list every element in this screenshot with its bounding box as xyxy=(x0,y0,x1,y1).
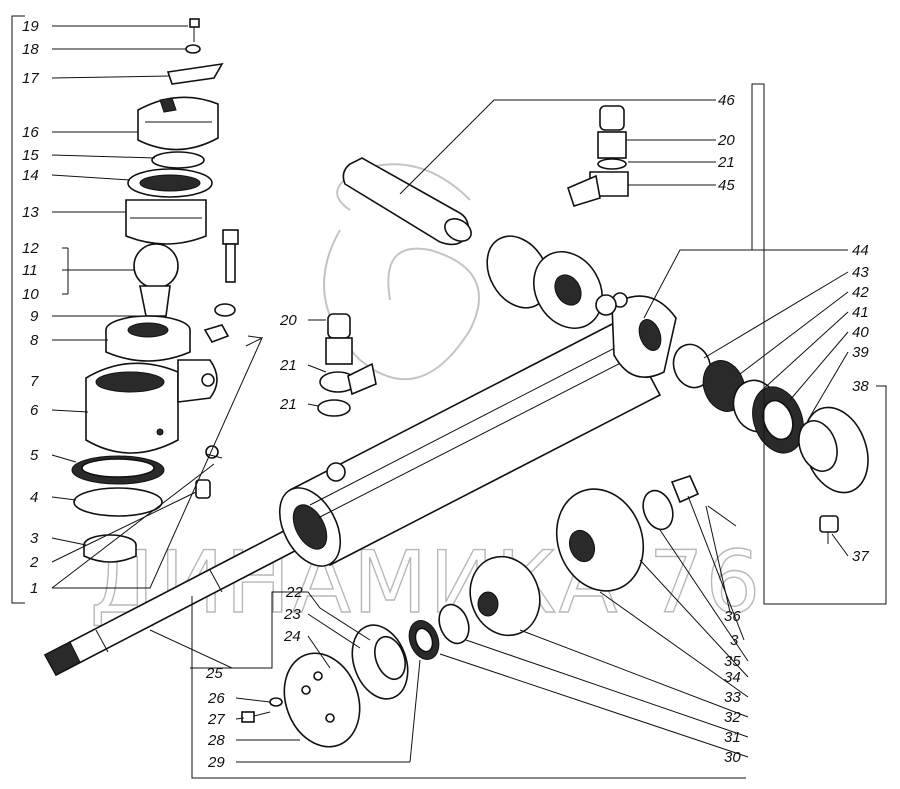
callout-17: 17 xyxy=(22,70,39,87)
seal-5 xyxy=(71,455,165,485)
callout-34: 34 xyxy=(724,669,741,686)
nut-8 xyxy=(105,315,191,362)
pin-46 xyxy=(342,157,472,246)
callout-19: 19 xyxy=(22,18,39,35)
callout-42: 42 xyxy=(852,284,869,301)
callout-32: 32 xyxy=(724,709,741,726)
callout-13: 13 xyxy=(22,204,39,221)
lock-washer-18 xyxy=(185,44,201,54)
nut-small xyxy=(203,324,230,343)
callout-38: 38 xyxy=(852,378,869,395)
callout-28: 28 xyxy=(207,732,225,749)
callout-46: 46 xyxy=(718,92,735,109)
callout-40: 40 xyxy=(852,324,869,341)
seal-40-41 xyxy=(752,386,804,454)
callout-4: 4 xyxy=(30,489,38,506)
callout-44: 44 xyxy=(852,242,869,259)
fitting-20-21 xyxy=(317,313,377,417)
cylinder xyxy=(278,292,677,567)
cup-13 xyxy=(125,199,207,245)
callout-37: 37 xyxy=(852,548,869,565)
callout-10: 10 xyxy=(22,286,39,303)
callout-7: 7 xyxy=(30,373,39,390)
flange-top xyxy=(486,235,617,329)
lock-plate-17 xyxy=(166,62,224,85)
callout-26: 26 xyxy=(207,690,225,707)
callout-27: 27 xyxy=(207,711,225,728)
grease-fitting xyxy=(205,445,223,459)
washer-4 xyxy=(73,487,163,517)
callout-12: 12 xyxy=(22,240,39,257)
callout-39: 39 xyxy=(852,344,869,361)
callout-9: 9 xyxy=(30,308,39,325)
callout-3-right: 3 xyxy=(730,632,739,649)
rings-29-31 xyxy=(408,603,470,660)
callout-8: 8 xyxy=(30,332,39,349)
fitting-45 xyxy=(567,105,629,207)
callout-18: 18 xyxy=(22,41,39,58)
callout-21-mid-a: 21 xyxy=(279,357,297,374)
leader-lines xyxy=(51,25,887,779)
callout-6: 6 xyxy=(30,402,39,419)
callout-35: 35 xyxy=(724,653,741,670)
ring-14 xyxy=(127,168,213,198)
callout-15: 15 xyxy=(22,147,39,164)
washer-small xyxy=(214,303,236,317)
callout-23: 23 xyxy=(283,606,301,623)
callout-29: 29 xyxy=(207,754,225,771)
piston-34 xyxy=(555,475,737,592)
callout-5: 5 xyxy=(30,447,39,464)
cap-nut-16 xyxy=(137,96,219,151)
cap-28 xyxy=(283,652,361,748)
callout-25: 25 xyxy=(205,665,223,682)
callout-24: 24 xyxy=(283,628,301,645)
ring-23-24 xyxy=(351,624,409,700)
callout-33: 33 xyxy=(724,689,741,706)
callout-20-mid: 20 xyxy=(279,312,297,329)
callout-2: 2 xyxy=(29,554,39,571)
cover-38 xyxy=(798,406,869,494)
callout-20-top: 20 xyxy=(717,132,735,149)
callout-21-top: 21 xyxy=(717,154,735,171)
callout-31: 31 xyxy=(724,729,741,746)
left-bracket xyxy=(11,15,69,604)
callout-14: 14 xyxy=(22,167,39,184)
callout-labels: 19 18 17 16 15 14 13 12 11 10 9 8 7 6 5 … xyxy=(22,18,869,771)
callout-41: 41 xyxy=(852,304,869,321)
callout-21-mid-b: 21 xyxy=(279,396,297,413)
callout-3: 3 xyxy=(30,530,39,547)
spring-15 xyxy=(151,151,205,169)
pin-1 xyxy=(195,479,211,499)
bolt-37 xyxy=(819,515,839,544)
callout-43: 43 xyxy=(852,264,869,281)
callout-16: 16 xyxy=(22,124,39,141)
callout-11: 11 xyxy=(22,262,38,279)
ball-stud-10-12 xyxy=(133,243,179,317)
callout-1: 1 xyxy=(30,580,38,597)
housing-6 xyxy=(85,359,218,454)
callout-45: 45 xyxy=(718,177,735,194)
callout-30: 30 xyxy=(724,749,741,766)
screws-26-27 xyxy=(241,697,283,723)
piston-32 xyxy=(469,555,541,637)
bolt-19 xyxy=(189,18,200,42)
callout-22: 22 xyxy=(285,584,303,601)
callout-36: 36 xyxy=(724,608,741,625)
bolt-right xyxy=(222,229,239,283)
